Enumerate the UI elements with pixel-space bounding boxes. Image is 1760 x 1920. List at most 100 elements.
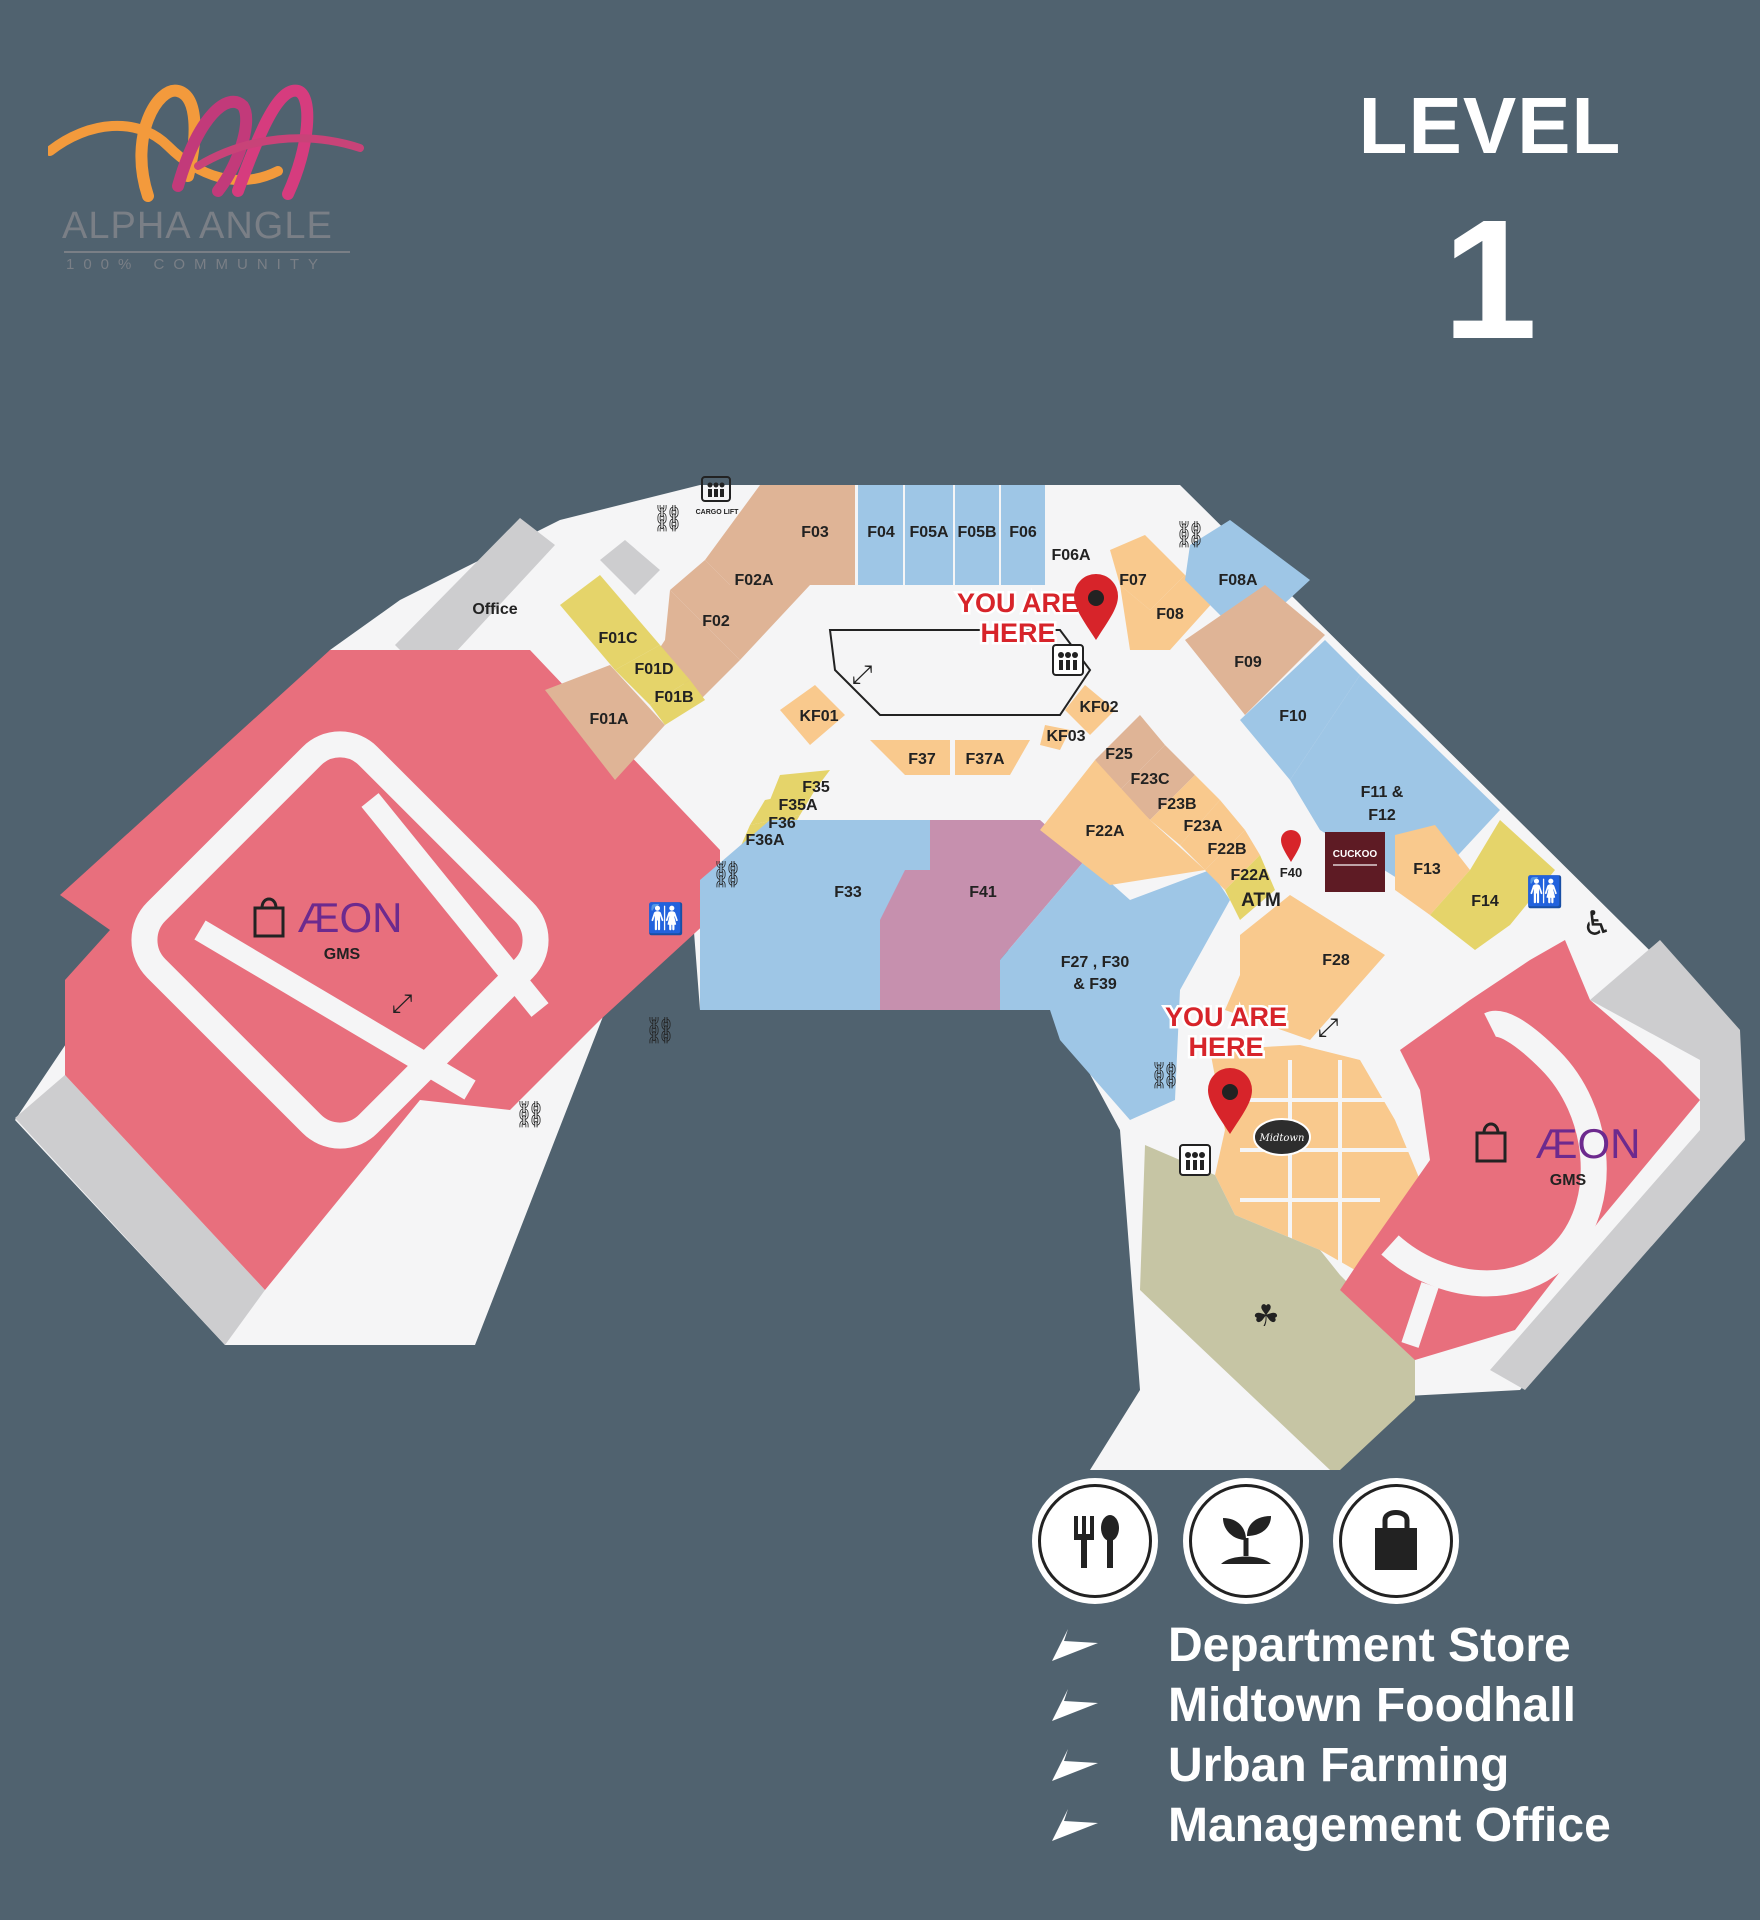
unit-F11_F12[interactable] (1290, 675, 1500, 880)
unit-F14[interactable] (1430, 820, 1555, 950)
logo-tagline: 100% COMMUNITY (66, 256, 328, 273)
label-F06A: F06A (1051, 547, 1091, 564)
unit-F09[interactable] (1185, 585, 1325, 715)
label-F05A: F05A (909, 524, 949, 541)
unit-F37A[interactable] (955, 740, 1030, 775)
aeon-left-inner-ring (131, 731, 549, 1149)
unit-F01A[interactable] (545, 665, 665, 780)
restroom-icon: 🚻 (647, 901, 684, 937)
level-number: 1 (1442, 185, 1538, 375)
unit-F08[interactable] (1120, 575, 1215, 650)
unit-F05A[interactable] (905, 485, 953, 585)
unit-F23A[interactable] (1180, 800, 1245, 870)
label-F22A-big: F22A (1085, 823, 1125, 840)
aeon-left-brand: ÆON (298, 894, 403, 941)
unit-F41[interactable] (880, 820, 1085, 1010)
unit-F22A_small[interactable] (1225, 855, 1275, 920)
label-KF03: KF03 (1046, 728, 1085, 745)
unit-office[interactable] (395, 518, 555, 680)
aeon-left-anchor[interactable] (60, 650, 720, 1290)
cuckoo-store-logo[interactable] (1325, 832, 1385, 892)
you-are-here-top: YOU ARE HERE (954, 574, 1118, 651)
shopping-bag-icon (253, 906, 285, 938)
midtown-logo[interactable] (1253, 1118, 1311, 1156)
unit-F37[interactable] (870, 740, 950, 775)
plant-icon (1221, 1516, 1271, 1564)
label-F07: F07 (1119, 572, 1147, 589)
label-F41: F41 (969, 884, 997, 901)
label-F14: F14 (1471, 893, 1499, 910)
stairs-icon: ⛓ (1148, 1061, 1181, 1091)
restroom-icon: 🚻 (1526, 874, 1563, 910)
aeon-left-sub: GMS (324, 946, 361, 963)
unit-F08A[interactable] (1185, 520, 1310, 640)
label-F05B: F05B (957, 524, 996, 541)
escalator-icon: ⤢ (852, 660, 873, 690)
unit-F33[interactable] (700, 820, 930, 1010)
label-F10: F10 (1279, 708, 1307, 725)
food-icon-badge (1032, 1478, 1158, 1604)
unit-F01D[interactable] (615, 645, 690, 705)
aeon-right-sub: GMS (1550, 1172, 1587, 1189)
label-F09: F09 (1234, 654, 1262, 671)
unit-F27_F30_F39[interactable] (1000, 860, 1230, 1120)
unit-F01B[interactable] (650, 680, 705, 725)
shopping-bag-icon (1375, 1510, 1417, 1570)
unit-F35[interactable] (770, 770, 830, 800)
unit-F22B[interactable] (1205, 830, 1260, 890)
unit-KF03[interactable] (1040, 725, 1070, 750)
stairs-icon: ⛓ (513, 1100, 546, 1130)
unit-KF01[interactable] (780, 685, 845, 745)
label-F02A: F02A (734, 572, 774, 589)
wheelchair-icon: ♿ (1582, 904, 1612, 944)
label-ATM: ATM (1241, 890, 1281, 911)
unit-F02A[interactable] (670, 560, 810, 660)
label-F37A: F37A (965, 751, 1005, 768)
label-F27-line2: & F39 (1073, 976, 1117, 993)
unit-F06[interactable] (1001, 485, 1045, 585)
unit-F28[interactable] (1225, 895, 1385, 1040)
service-area-left (15, 1075, 265, 1345)
cuckoo-brand-label: CUCKOO (1333, 849, 1378, 860)
you-are-here-bottom-line2: HERE (1188, 1032, 1263, 1062)
alpha-angle-logo-mark (48, 84, 364, 202)
unit-F10[interactable] (1240, 640, 1360, 780)
aeon-right-brand: ÆON (1536, 1120, 1641, 1167)
urban-farm-area[interactable] (1140, 1145, 1415, 1470)
label-F01B: F01B (654, 689, 693, 706)
legend-item: Department Store (1050, 1615, 1611, 1675)
unit-F25[interactable] (1095, 715, 1165, 790)
label-F28: F28 (1322, 952, 1350, 969)
aeon-left-logo[interactable]: ÆON GMS (253, 894, 403, 963)
unit-F05B[interactable] (955, 485, 999, 585)
unit-KF02[interactable] (1065, 685, 1115, 735)
location-pin-icon (1281, 830, 1301, 862)
escalator-icon: ⤢ (392, 989, 413, 1019)
unit-F23C[interactable] (1120, 745, 1195, 820)
arrow-icon (1052, 1629, 1098, 1661)
unit-F23B[interactable] (1150, 775, 1220, 845)
stairs-icon: ⛓ (1173, 520, 1206, 550)
level-title: LEVEL (1358, 81, 1622, 170)
lift-icon (1052, 644, 1084, 676)
aeon-right-logo[interactable]: ÆON GMS (1475, 1120, 1641, 1189)
logo-name: ALPHA ANGLE (62, 205, 333, 247)
stairs-icon: ⛓ (651, 504, 684, 534)
unit-F04[interactable] (858, 485, 903, 585)
label-F40: F40 (1280, 865, 1302, 880)
unit-F35A[interactable] (750, 790, 815, 825)
legend-label: Urban Farming (1168, 1738, 1510, 1792)
unit-F07[interactable] (1110, 535, 1185, 610)
label-F23B: F23B (1157, 796, 1196, 813)
legend-label: Midtown Foodhall (1168, 1678, 1576, 1732)
unit-F03[interactable] (705, 485, 855, 585)
shopping-bag-icon-badge (1333, 1478, 1459, 1604)
aeon-right-anchor[interactable] (1340, 940, 1700, 1360)
unit-F13[interactable] (1395, 825, 1470, 915)
unit-F22A_big[interactable] (1040, 760, 1205, 885)
unit-F01C[interactable] (560, 575, 660, 670)
you-are-here-top-line2: HERE (980, 618, 1055, 648)
location-pin-icon (1208, 1068, 1252, 1134)
label-F01A: F01A (589, 711, 629, 728)
label-F25: F25 (1105, 746, 1133, 763)
